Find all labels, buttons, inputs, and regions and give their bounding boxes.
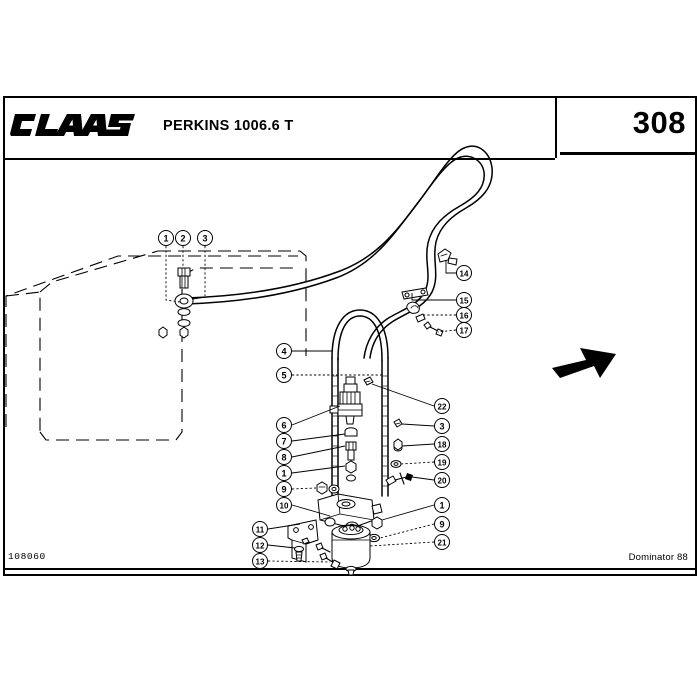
callout-13[interactable]: 13 [252,553,268,569]
callout-22[interactable]: 22 [434,398,450,414]
callout-3-top[interactable]: 3 [197,230,213,246]
callout-2[interactable]: 2 [175,230,191,246]
svg-text:6: 6 [281,421,286,431]
callout-11[interactable]: 11 [252,521,268,537]
svg-text:12: 12 [256,542,265,551]
svg-text:1: 1 [281,469,286,479]
clip-22 [363,376,374,386]
svg-text:1: 1 [163,234,168,244]
hose-clamp-14 [437,248,458,266]
callout-16[interactable]: 16 [456,307,472,323]
callout-1-low[interactable]: 1 [434,497,450,513]
direction-arrow-icon [552,348,616,378]
bolt-3-lower [393,418,403,428]
svg-text:21: 21 [438,539,447,548]
svg-text:15: 15 [460,297,469,306]
svg-text:3: 3 [439,422,444,432]
svg-text:9: 9 [281,485,286,495]
callout-20[interactable]: 20 [434,472,450,488]
callout-14[interactable]: 14 [456,265,472,281]
filter-mounting-bracket [287,519,341,570]
svg-text:2: 2 [180,234,185,244]
claas-logo [10,114,135,136]
header-rule-right [560,152,696,155]
callout-12[interactable]: 12 [252,537,268,553]
callout-18[interactable]: 18 [434,436,450,452]
callout-10[interactable]: 10 [276,497,292,513]
svg-text:11: 11 [256,526,265,535]
callout-4[interactable]: 4 [276,343,292,359]
svg-text:16: 16 [460,312,469,321]
frame-left [3,96,5,576]
header-divider [555,96,557,158]
callout-21[interactable]: 21 [434,534,450,550]
svg-text:7: 7 [281,437,286,447]
fuel-hose-loop [331,309,389,497]
sleeve-bush-9 [316,481,340,495]
callout-17[interactable]: 17 [456,322,472,338]
fuel-filter-canister [331,524,371,576]
header: PERKINS 1006.6 T 308 [0,96,700,158]
svg-text:9: 9 [439,520,444,530]
page-title: PERKINS 1006.6 T [163,118,294,134]
frame-right [695,96,697,576]
svg-text:17: 17 [460,327,469,336]
svg-text:5: 5 [281,371,286,381]
svg-text:3: 3 [202,234,207,244]
leader-lines [165,246,457,563]
callout-9-low[interactable]: 9 [434,516,450,532]
hand-primer-pump [329,376,363,425]
svg-text:8: 8 [281,453,286,463]
svg-text:22: 22 [438,403,447,412]
callout-6[interactable]: 6 [276,417,292,433]
callout-5[interactable]: 5 [276,367,292,383]
drawing-number: 108060 [8,551,46,562]
callout-bubbles: 1 2 3 4 5 [158,230,472,569]
svg-text:14: 14 [460,270,469,279]
diagram-artwork: .ln { fill:none; stroke:#000; stroke-wid… [5,145,616,576]
svg-text:18: 18 [438,441,447,450]
fuel-tank-outline [5,250,307,441]
callout-3-mid[interactable]: 3 [434,418,450,434]
model-name: Dominator 88 [628,552,688,563]
svg-text:1: 1 [439,501,444,511]
frame-top [3,96,697,98]
fitting-stack [344,427,358,482]
svg-text:4: 4 [281,347,286,357]
right-fasteners [385,438,413,486]
callout-9-mid[interactable]: 9 [276,481,292,497]
callout-1-top[interactable]: 1 [158,230,174,246]
callout-1-mid[interactable]: 1 [276,465,292,481]
callout-8[interactable]: 8 [276,449,292,465]
svg-text:13: 13 [256,558,265,567]
svg-text:20: 20 [438,477,447,486]
header-rule-left [3,158,555,160]
callout-7[interactable]: 7 [276,433,292,449]
callout-15[interactable]: 15 [456,292,472,308]
bracket-clamp-assembly [401,287,444,337]
svg-text:10: 10 [280,502,289,511]
svg-text:19: 19 [438,459,447,468]
diagram-sheet: PERKINS 1006.6 T 308 108060 Dominator 88… [0,96,700,576]
page-number: 308 [632,105,686,140]
callout-19[interactable]: 19 [434,454,450,470]
